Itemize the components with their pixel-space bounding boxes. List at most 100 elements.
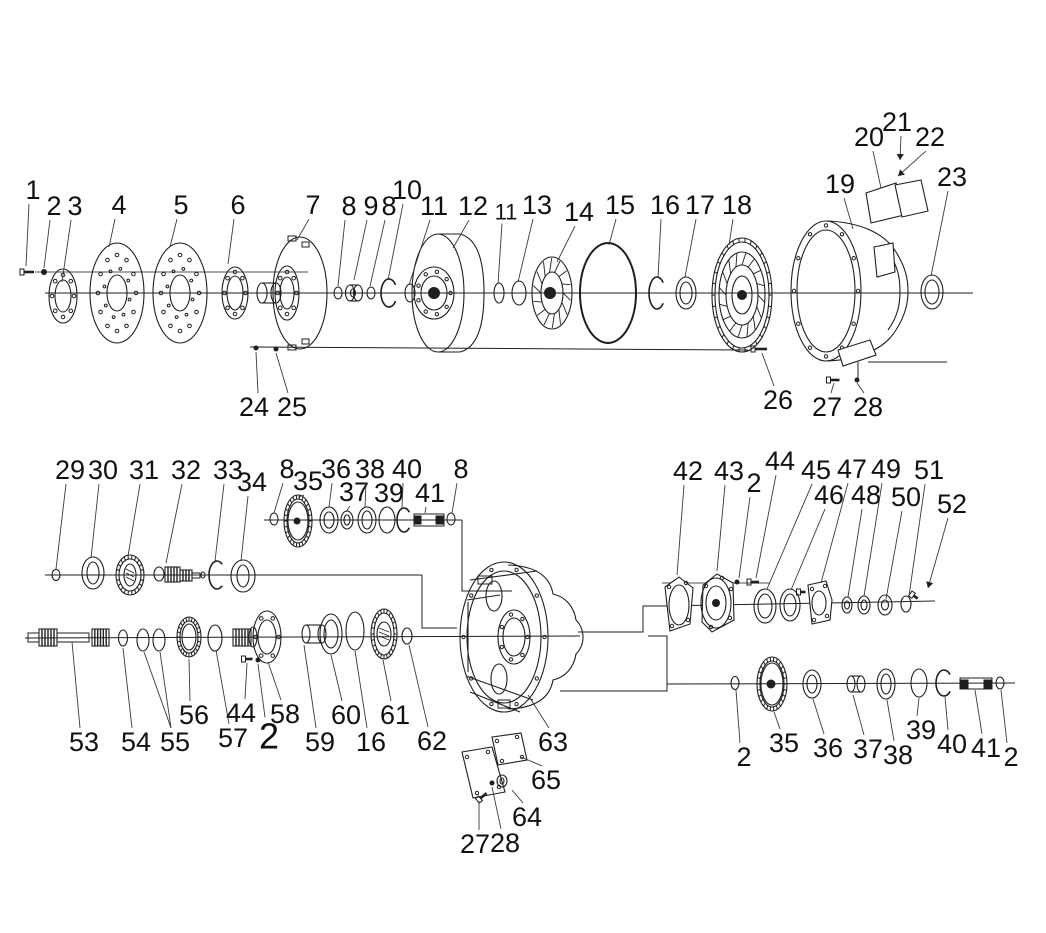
part-ring xyxy=(493,282,505,304)
part-number: 26 xyxy=(763,385,793,415)
part-ring xyxy=(841,596,853,614)
part-dot xyxy=(734,579,740,585)
part-number: 25 xyxy=(277,392,307,422)
part-ring xyxy=(411,233,465,353)
part-ring xyxy=(345,611,365,651)
part-number: 35 xyxy=(293,466,323,496)
part-number: 15 xyxy=(605,190,635,220)
part-label-53: 53 xyxy=(69,641,99,757)
part-number: 35 xyxy=(769,728,799,758)
part-bolt xyxy=(826,376,840,384)
part-dot xyxy=(293,517,301,525)
part-path xyxy=(825,220,909,362)
part-label-11: 11 xyxy=(495,200,517,285)
leader-line xyxy=(852,694,865,736)
part-number: 10 xyxy=(392,175,422,205)
leader-arrowhead xyxy=(896,153,904,160)
leader-line xyxy=(676,485,685,576)
leader-line xyxy=(517,218,534,283)
part-label-31: 31 xyxy=(127,455,159,557)
part-number: 16 xyxy=(356,727,386,757)
part-ring xyxy=(51,568,61,582)
part-rect xyxy=(414,515,422,525)
part-number: 37 xyxy=(339,477,369,507)
part-ring xyxy=(333,286,343,300)
leader-line xyxy=(755,474,777,579)
part-number: 51 xyxy=(914,455,944,485)
part-label-2: 2 xyxy=(43,191,62,269)
part-bolt xyxy=(750,345,767,353)
part-rect xyxy=(301,241,310,248)
part-ring xyxy=(502,617,526,657)
part-number: 49 xyxy=(871,454,901,484)
part-ring xyxy=(753,588,777,624)
part-ring xyxy=(796,229,856,353)
part-dot xyxy=(766,679,776,689)
part-label-41: 41 xyxy=(415,478,445,514)
leader-line xyxy=(608,218,617,246)
part-ring xyxy=(319,613,343,655)
part-spline xyxy=(38,628,58,647)
part-label-30: 30 xyxy=(88,455,118,559)
part-number: 2 xyxy=(736,742,751,772)
part-label-65: 65 xyxy=(520,756,561,795)
part-ring xyxy=(790,220,862,362)
part-cyl xyxy=(256,282,282,304)
leader-line xyxy=(127,483,141,557)
part-number: 30 xyxy=(88,455,118,485)
part-spline xyxy=(164,566,181,583)
part-snap xyxy=(648,276,664,310)
part-cyl xyxy=(344,284,364,302)
leader-line xyxy=(820,482,849,584)
part-number: 57 xyxy=(218,723,248,753)
part-bolt xyxy=(796,588,806,596)
leader-line xyxy=(71,641,81,729)
part-label-50: 50 xyxy=(885,482,921,600)
part-number: 2 xyxy=(746,468,761,498)
part-ring xyxy=(269,512,279,526)
leader-line xyxy=(255,351,259,393)
part-disc xyxy=(252,610,282,664)
leader-line xyxy=(296,218,310,241)
leader-line xyxy=(55,483,67,570)
leader-arrowhead xyxy=(926,581,934,588)
part-bolt xyxy=(907,590,919,600)
leader-line xyxy=(387,203,404,281)
part-label-38: 38 xyxy=(355,454,385,508)
part-number: 21 xyxy=(882,107,912,137)
part-label-28: 28 xyxy=(853,382,883,422)
part-number: 47 xyxy=(837,454,867,484)
part-dotring xyxy=(416,269,453,317)
part-number: 2 xyxy=(46,191,61,221)
part-label-37: 37 xyxy=(852,694,883,764)
part-number: 60 xyxy=(331,700,361,730)
leader-line xyxy=(761,352,775,387)
leader-line xyxy=(122,647,133,729)
part-number: 6 xyxy=(230,190,245,220)
part-label-6: 6 xyxy=(227,190,246,265)
part-number: 44 xyxy=(765,446,795,476)
leader-line xyxy=(108,218,116,248)
part-snap xyxy=(935,669,951,697)
part-dot xyxy=(273,346,279,352)
part-number: 52 xyxy=(937,489,967,519)
parts-layer xyxy=(19,179,1005,804)
leader-line xyxy=(328,482,333,508)
part-ring xyxy=(511,280,527,306)
leader-line xyxy=(369,219,386,287)
part-ring xyxy=(496,774,508,788)
part-number: 41 xyxy=(415,478,445,508)
part-bolt xyxy=(19,268,34,276)
part-ring xyxy=(876,668,896,700)
leader-line xyxy=(25,204,30,267)
part-number: 62 xyxy=(417,726,447,756)
leader-line xyxy=(728,218,734,246)
leader-line xyxy=(684,218,697,278)
leader-line xyxy=(424,506,427,514)
part-gear xyxy=(176,616,202,658)
part-ring xyxy=(490,663,508,695)
part-number: 40 xyxy=(937,729,967,759)
leader-line xyxy=(165,483,183,564)
